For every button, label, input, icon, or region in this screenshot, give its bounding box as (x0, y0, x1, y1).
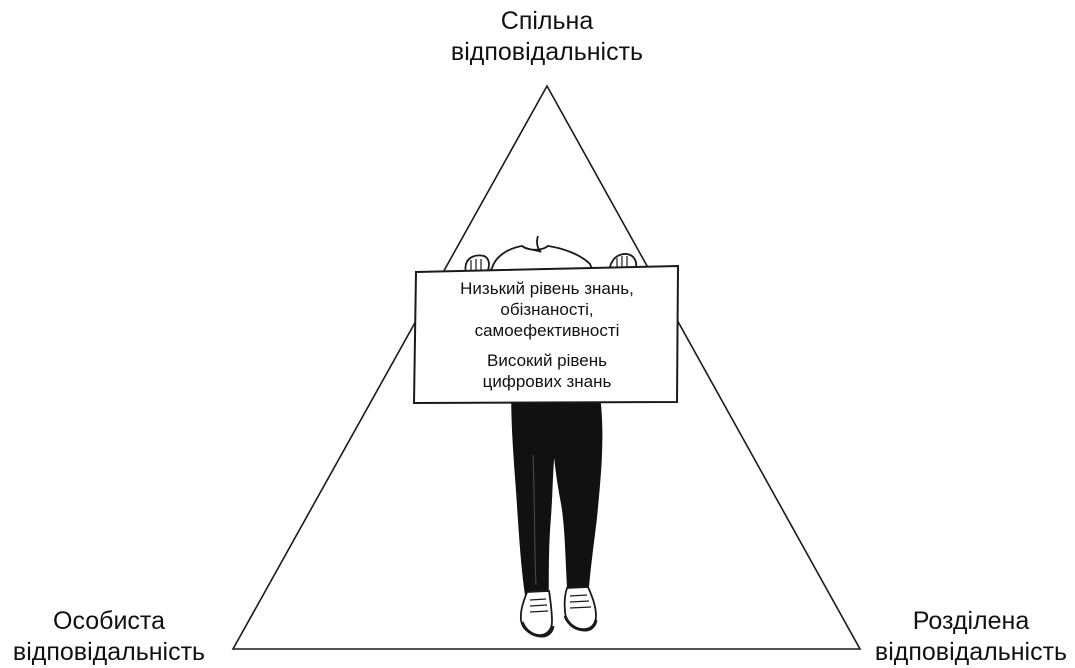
vertex-label-left-line1: Особиста (53, 607, 165, 635)
vertex-label-personal-responsibility: Особиста відповідальність (0, 606, 218, 668)
sign-line-4: Високий рівень (487, 351, 607, 370)
sign-line-3: самоефективності (474, 321, 620, 340)
right-sneaker (563, 586, 598, 632)
vertex-label-divided-responsibility: Розділена відповідальність (862, 606, 1075, 668)
sign-gap (418, 341, 676, 350)
sign-line-5: цифрових знань (482, 372, 612, 391)
left-sneaker (519, 590, 555, 638)
vertex-label-right-line2: відповідальність (874, 638, 1068, 666)
responsibility-triangle (231, 84, 862, 650)
vertex-label-top-line1: Спільна (500, 7, 594, 35)
trousers (511, 401, 603, 598)
vertex-label-left-line2: відповідальність (12, 638, 206, 666)
sign-line-2: обізнаності, (500, 300, 594, 319)
vertex-label-top-line2: відповідальність (450, 38, 644, 66)
sign-text: Низький рівень знань, обізнаності, самое… (418, 278, 676, 392)
sign-board (412, 264, 680, 405)
vertex-label-right-line1: Розділена (912, 607, 1030, 635)
vertex-label-shared-responsibility: Спільна відповідальність (447, 6, 647, 68)
sign-line-1: Низький рівень знань, (460, 279, 634, 298)
